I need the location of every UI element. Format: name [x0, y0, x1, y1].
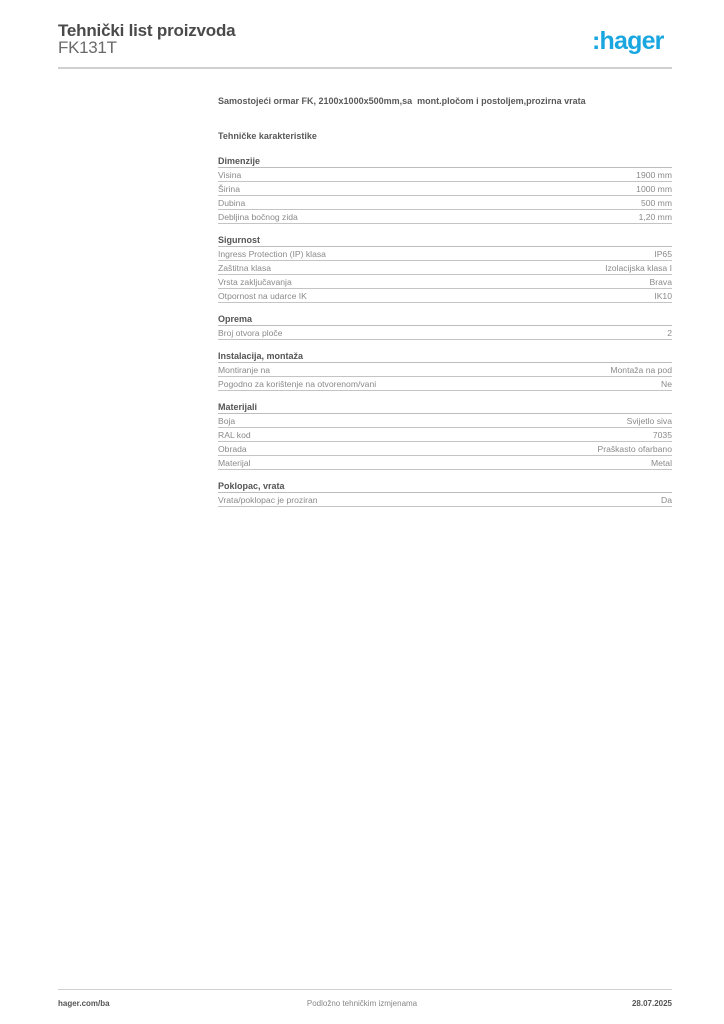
spec-row: Obrada Praškasto ofarbano — [218, 442, 672, 456]
spec-group-dimenzije: Dimenzije Visina 1900 mm Širina 1000 mm Du… — [218, 153, 672, 224]
spec-value: Ne — [661, 379, 672, 389]
group-title: Materijali — [218, 399, 672, 414]
spec-label: Dubina — [218, 198, 246, 208]
spec-row: RAL kod 7035 — [218, 428, 672, 442]
footer-date: 28.07.2025 — [631, 999, 672, 1008]
document-title: Tehnički list proizvoda — [58, 21, 236, 40]
spec-row: Zaštitna klasa Izolacijska klasa I — [218, 261, 672, 275]
spec-value: 1,20 mm — [638, 212, 672, 222]
group-title: Dimenzije — [218, 153, 672, 168]
spec-label: Vrsta zaključavanja — [218, 277, 292, 287]
spec-value: IK10 — [654, 291, 672, 301]
spec-row: Debljina bočnog zida 1,20 mm — [218, 210, 672, 224]
spec-value: Izolacijska klasa I — [605, 263, 672, 273]
hager-logo: :hager — [592, 27, 664, 55]
spec-row: Montiranje na Montaža na pod — [218, 363, 672, 377]
spec-value: 7035 — [652, 430, 672, 440]
spec-value: Brava — [649, 277, 672, 287]
section-title: Tehničke karakteristike — [218, 131, 317, 141]
spec-row: Širina 1000 mm — [218, 182, 672, 196]
spec-value: 1900 mm — [636, 170, 672, 180]
group-title: Oprema — [218, 311, 672, 326]
spec-label: Debljina bočnog zida — [218, 212, 298, 222]
group-title: Poklopac, vrata — [218, 478, 672, 493]
spec-group-materijali: Materijali Boja Svijetlo siva RAL kod 7035… — [218, 399, 672, 470]
spec-label: Materijal — [218, 458, 251, 468]
spec-row: Broj otvora ploče 2 — [218, 326, 672, 340]
spec-label: Širina — [218, 184, 240, 194]
spec-label: Obrada — [218, 444, 247, 454]
spec-group-oprema: Oprema Broj otvora ploče 2 — [218, 311, 672, 340]
spec-row: Dubina 500 mm — [218, 196, 672, 210]
spec-value: 1000 mm — [636, 184, 672, 194]
spec-row: Vrsta zaključavanja Brava — [218, 275, 672, 289]
product-description: Samostojeći ormar FK, 2100x1000x500mm,sa… — [218, 96, 586, 106]
spec-value: Montaža na pod — [610, 365, 672, 375]
spec-value: IP65 — [654, 249, 672, 259]
spec-value: Da — [661, 495, 672, 505]
spec-row: Boja Svijetlo siva — [218, 414, 672, 428]
spec-label: Zaštitna klasa — [218, 263, 272, 273]
spec-row: Visina 1900 mm — [218, 168, 672, 182]
spec-label: RAL kod — [218, 430, 251, 440]
spec-group-poklopac: Poklopac, vrata Vrata/poklopac je prozir… — [218, 478, 672, 507]
spec-value: Praškasto ofarbano — [597, 444, 672, 454]
spec-value: 2 — [667, 328, 672, 338]
spec-value: Metal — [650, 458, 672, 468]
spec-label: Otpornost na udarce IK — [218, 291, 307, 301]
spec-label: Montiranje na — [218, 365, 271, 375]
spec-row: Ingress Protection (IP) klasa IP65 — [218, 247, 672, 261]
spec-label: Vrata/poklopac je proziran — [218, 495, 318, 505]
footer-note: Podložno tehničkim izmjenama — [306, 999, 418, 1008]
spec-row: Pogodno za korištenje na otvorenom/vani N… — [218, 377, 672, 391]
spec-value: Svijetlo siva — [626, 416, 672, 426]
spec-label: Visina — [218, 170, 242, 180]
group-title: Sigurnost — [218, 232, 672, 247]
header-divider — [58, 67, 672, 69]
spec-label: Broj otvora ploče — [218, 328, 283, 338]
product-code: FK131T — [58, 38, 117, 57]
spec-row: Otpornost na udarce IK IK10 — [218, 289, 672, 303]
spec-value: 500 mm — [640, 198, 672, 208]
spec-group-instalacija: Instalacija, montaža Montiranje na Montaž… — [218, 348, 672, 391]
spec-row: Materijal Metal — [218, 456, 672, 470]
group-title: Instalacija, montaža — [218, 348, 672, 363]
spec-label: Pogodno za korištenje na otvorenom/vani — [218, 379, 377, 389]
spec-label: Boja — [218, 416, 236, 426]
footer-website-link[interactable]: hager.com/ba — [58, 999, 110, 1008]
spec-label: Ingress Protection (IP) klasa — [218, 249, 326, 259]
footer-divider — [58, 989, 672, 990]
spec-row: Vrata/poklopac je proziran Da — [218, 493, 672, 507]
specs-table: Dimenzije Visina 1900 mm Širina 1000 mm Du… — [218, 153, 672, 515]
